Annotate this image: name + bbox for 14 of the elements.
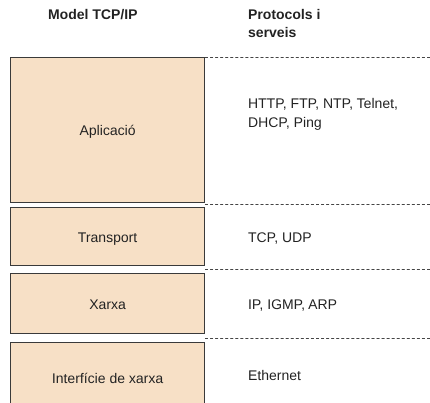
- protocol-list: TCP, UDP: [248, 228, 418, 247]
- layer-label: Interfície de xarxa: [52, 370, 164, 386]
- layer-label: Transport: [78, 228, 138, 244]
- layer-box: [10, 207, 205, 266]
- column-heading: Protocols i serveis: [248, 5, 322, 41]
- layer-box: [10, 57, 205, 203]
- column-heading: Model TCP/IP: [48, 5, 138, 23]
- protocol-list: HTTP, FTP, NTP, Telnet, DHCP, Ping: [248, 94, 418, 132]
- layer-label: Xarxa: [89, 296, 126, 312]
- layer-box: [10, 273, 205, 334]
- protocol-list: IP, IGMP, ARP: [248, 295, 418, 314]
- protocol-list: Ethernet: [248, 366, 418, 385]
- layer-label: Aplicació: [79, 122, 136, 138]
- layer-box: [10, 342, 205, 403]
